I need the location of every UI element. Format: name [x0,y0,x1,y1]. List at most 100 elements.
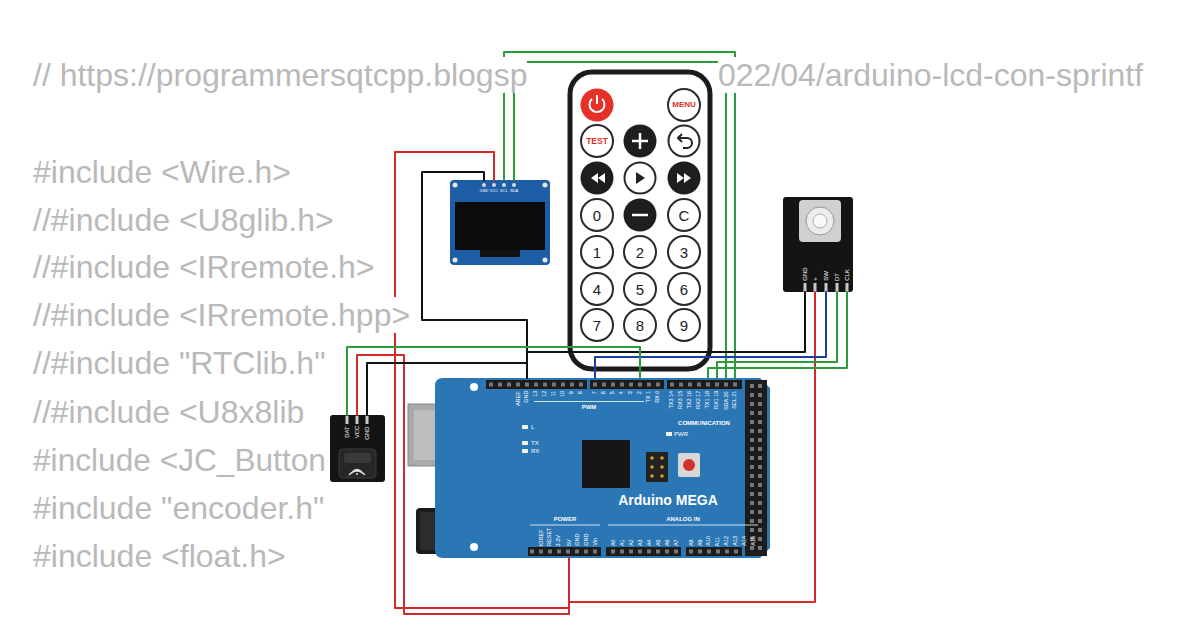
board-label: ANALOG IN [666,516,700,522]
board-label: PWR [674,431,688,437]
board-label: A0 [610,539,616,546]
button-label: 7 [593,318,601,333]
remote-button: 7 [580,308,614,342]
board-label: 3.3V [556,535,562,546]
board-label: A1 [619,539,625,546]
wire [514,62,726,378]
ir-receiver-module [330,415,385,482]
board-label: RESET [547,528,553,546]
code-line: //#include <U8x8lib [33,394,304,430]
pin-label: + [812,277,818,281]
mounting-hole [470,543,478,551]
header-pins [689,550,742,554]
code-line: //#include <U8glib.h> [33,202,334,238]
encoder-module [783,197,853,292]
encoder-shaft [813,214,827,228]
board-label: Arduino MEGA [618,493,718,507]
icsp-pin [650,474,654,478]
board-label: 5 [610,391,616,394]
header-pins [750,384,754,553]
icsp-header [646,452,668,482]
board-label: 3 [628,391,634,394]
remote-button: 4 [580,272,614,306]
microcontroller-chip [582,440,630,488]
icsp-pin [660,474,664,478]
ir-icon [349,470,365,476]
header-pins [670,383,741,387]
previous-icon [591,173,605,183]
remote-button: C [667,198,701,232]
wire [527,292,805,378]
board-label: 5V [566,539,572,546]
button-label: 6 [680,282,688,297]
oled-flex [480,250,520,257]
pin-header [606,547,681,556]
board-label: A14 [742,536,748,546]
oled-module [450,180,550,265]
encoder-knob [806,207,834,235]
board-label: AREF [515,391,521,406]
button-label: 9 [680,318,688,333]
mounting-hole [543,183,548,188]
pin-label: GND [802,268,808,281]
remote-button: 5 [623,272,657,306]
board-label: TX1 18 [705,391,711,409]
reset-button [683,459,695,471]
board-label: GND [575,534,581,546]
oled-pin [512,183,516,187]
header-pins [489,383,586,387]
board-label: 8 [578,391,584,394]
board-label: SCL 21 [732,391,738,409]
wire [347,347,640,415]
pin-header [590,380,664,389]
board-label: A2 [628,539,634,546]
remote-button: 3 [667,235,701,269]
pin-label: SCL [500,189,508,193]
reset-button [678,453,700,477]
wire [595,292,826,378]
board-label: A6 [664,539,670,546]
board-label: RX 0 [655,391,661,403]
plus-button [624,125,657,158]
ir-sensor [339,449,376,478]
board-label: A12 [724,536,730,546]
board-label: POWER [554,516,577,522]
led [666,432,672,436]
minus-button [624,199,657,232]
header-pins [758,384,762,553]
board-label: TX [531,440,539,446]
encoder-pin [825,283,828,292]
icsp-pin [660,465,664,469]
pin-header [528,547,601,556]
rotary-encoder: GND+SWDTCLK [783,197,853,292]
code-line: #include <float.h> [33,538,286,574]
button-label: 8 [636,318,644,333]
minus-icon [632,214,648,217]
board-label: SDA 20 [723,391,729,410]
header-pins [593,383,663,387]
arduino-mega: AREFGND1312111098765432TX 1RX 0TX3 14RX3… [435,378,770,558]
oled-pcb [450,180,550,265]
board-label: A3 [637,539,643,546]
board-label: A9 [697,539,703,546]
board-label: RX [531,448,539,454]
remote-button: 2 [623,235,657,269]
board-label: 11 [551,391,557,397]
wire [569,292,815,602]
pwm-bar [534,401,644,402]
remote-button: 8 [623,308,657,342]
board-label: TX3 14 [669,391,675,409]
board-label: 12 [542,391,548,397]
board-label: PWM [582,404,597,410]
board-label: 2 [637,391,643,394]
oled-pin [502,183,506,187]
button-label: 3 [680,245,688,260]
board-label: A15 [751,536,757,546]
icsp-pin [660,456,664,460]
board-label: GND [584,534,590,546]
ir-pin [356,416,359,424]
board-label: 9 [569,391,575,394]
board-label: A4 [646,539,652,546]
board-label: 7 [592,391,598,394]
code-line: //#include "RTClib.h" [33,345,325,381]
